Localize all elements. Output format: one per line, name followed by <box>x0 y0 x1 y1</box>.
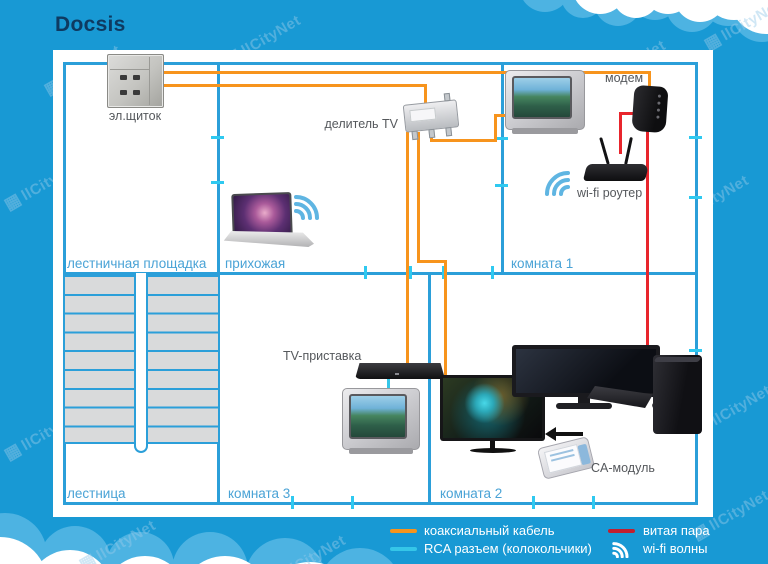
wall-left <box>63 62 66 505</box>
wall-tick <box>351 496 354 509</box>
ca-module-device <box>536 436 596 480</box>
wall-landing-hallway <box>217 62 220 505</box>
coax-cable <box>648 71 651 88</box>
coax-cable <box>444 260 447 377</box>
crt-tv-room1-device <box>505 70 585 134</box>
cloud-shape <box>103 556 187 564</box>
wall-middle <box>63 272 698 275</box>
ca-module-label: CA-модуль <box>591 461 655 475</box>
legend-wifi-icon <box>612 542 629 558</box>
wall-tick <box>211 181 224 184</box>
desktop-monitor-device <box>512 345 660 409</box>
coax-cable <box>406 132 409 364</box>
staircase-handrail <box>134 273 148 453</box>
coax-cable <box>494 114 512 117</box>
wall-room3-room2 <box>428 272 431 505</box>
tv-settop-label: TV-приставка <box>283 349 362 363</box>
wifi-router-label: wi-fi роутер <box>577 186 643 200</box>
legend-coax-swatch <box>390 529 417 533</box>
wall-tick <box>211 136 224 139</box>
coax-cable <box>417 132 420 263</box>
wall-tick <box>532 496 535 509</box>
twisted-pair-cable <box>619 112 622 154</box>
modem-label: модем <box>605 71 644 85</box>
watermark-text: llCityNet <box>706 486 768 535</box>
modem-device <box>631 84 669 134</box>
wall-tick <box>689 136 702 139</box>
legend-twisted-swatch <box>608 529 635 533</box>
pc-tower-device <box>653 355 702 434</box>
wall-right <box>695 62 698 505</box>
wifi-router-device <box>582 135 650 191</box>
coax-cable <box>163 84 426 87</box>
wall-tick <box>491 266 494 279</box>
wall-tick <box>592 496 595 509</box>
rca-cable <box>387 372 390 396</box>
cloud-shape <box>179 556 271 564</box>
room-label-room3: комната 3 <box>228 486 291 501</box>
wall-tick <box>689 196 702 199</box>
electrical-panel-label: эл.щиток <box>108 109 162 123</box>
page-title: Docsis <box>55 13 126 36</box>
wall-tick <box>442 266 445 279</box>
twisted-pair-cable <box>621 112 637 115</box>
coax-cable <box>494 114 497 142</box>
crt-tv-room3-device <box>342 388 420 454</box>
coax-cable <box>417 260 447 263</box>
legend-wifi-label: wi-fi волны <box>643 541 708 556</box>
legend-rca-label: RCA разъем (колокольчики) <box>424 541 592 556</box>
wall-hallway-room1 <box>501 62 504 275</box>
legend-twisted-label: витая пара <box>643 523 710 538</box>
staircase-flight-left <box>65 275 134 444</box>
coax-cable <box>163 71 650 74</box>
cloud-shape <box>260 562 360 564</box>
wall-tick <box>495 137 508 140</box>
wall-tick <box>291 496 294 509</box>
flat-tv-device <box>440 375 545 453</box>
watermark-text: llCityNet <box>708 381 768 430</box>
wall-tick <box>409 266 412 279</box>
tv-splitter-device <box>402 92 460 141</box>
tv-splitter-label: делитель TV <box>324 117 398 131</box>
room-label-landing: лестничная площадка <box>67 256 207 271</box>
wifi-waves-router-icon <box>545 171 570 196</box>
wall-tick <box>689 349 702 352</box>
wall-tick <box>495 184 508 187</box>
coax-cable <box>430 139 497 142</box>
laptop-device <box>222 191 314 247</box>
wall-tick <box>364 266 367 279</box>
wall-bottom <box>63 502 698 505</box>
room-label-hallway: прихожая <box>225 256 286 271</box>
twisted-pair-cable <box>646 130 649 350</box>
tv-settop-box-device <box>355 363 445 379</box>
ca-module-arrow <box>545 427 583 441</box>
staircase-flight-right <box>148 275 218 444</box>
coax-cable <box>424 84 427 105</box>
room-label-room1: комната 1 <box>511 256 574 271</box>
legend-rca-swatch <box>390 547 417 551</box>
room-label-stairs: лестница <box>67 486 126 501</box>
room-label-room2: комната 2 <box>440 486 503 501</box>
electrical-panel-device <box>107 54 164 108</box>
wifi-waves-laptop-icon <box>294 195 319 220</box>
wall-top <box>63 62 698 65</box>
floor-plan: эл.щиток делитель TV модем wi-fi роутер … <box>53 50 713 517</box>
legend-coax-label: коаксиальный кабель <box>424 523 555 538</box>
